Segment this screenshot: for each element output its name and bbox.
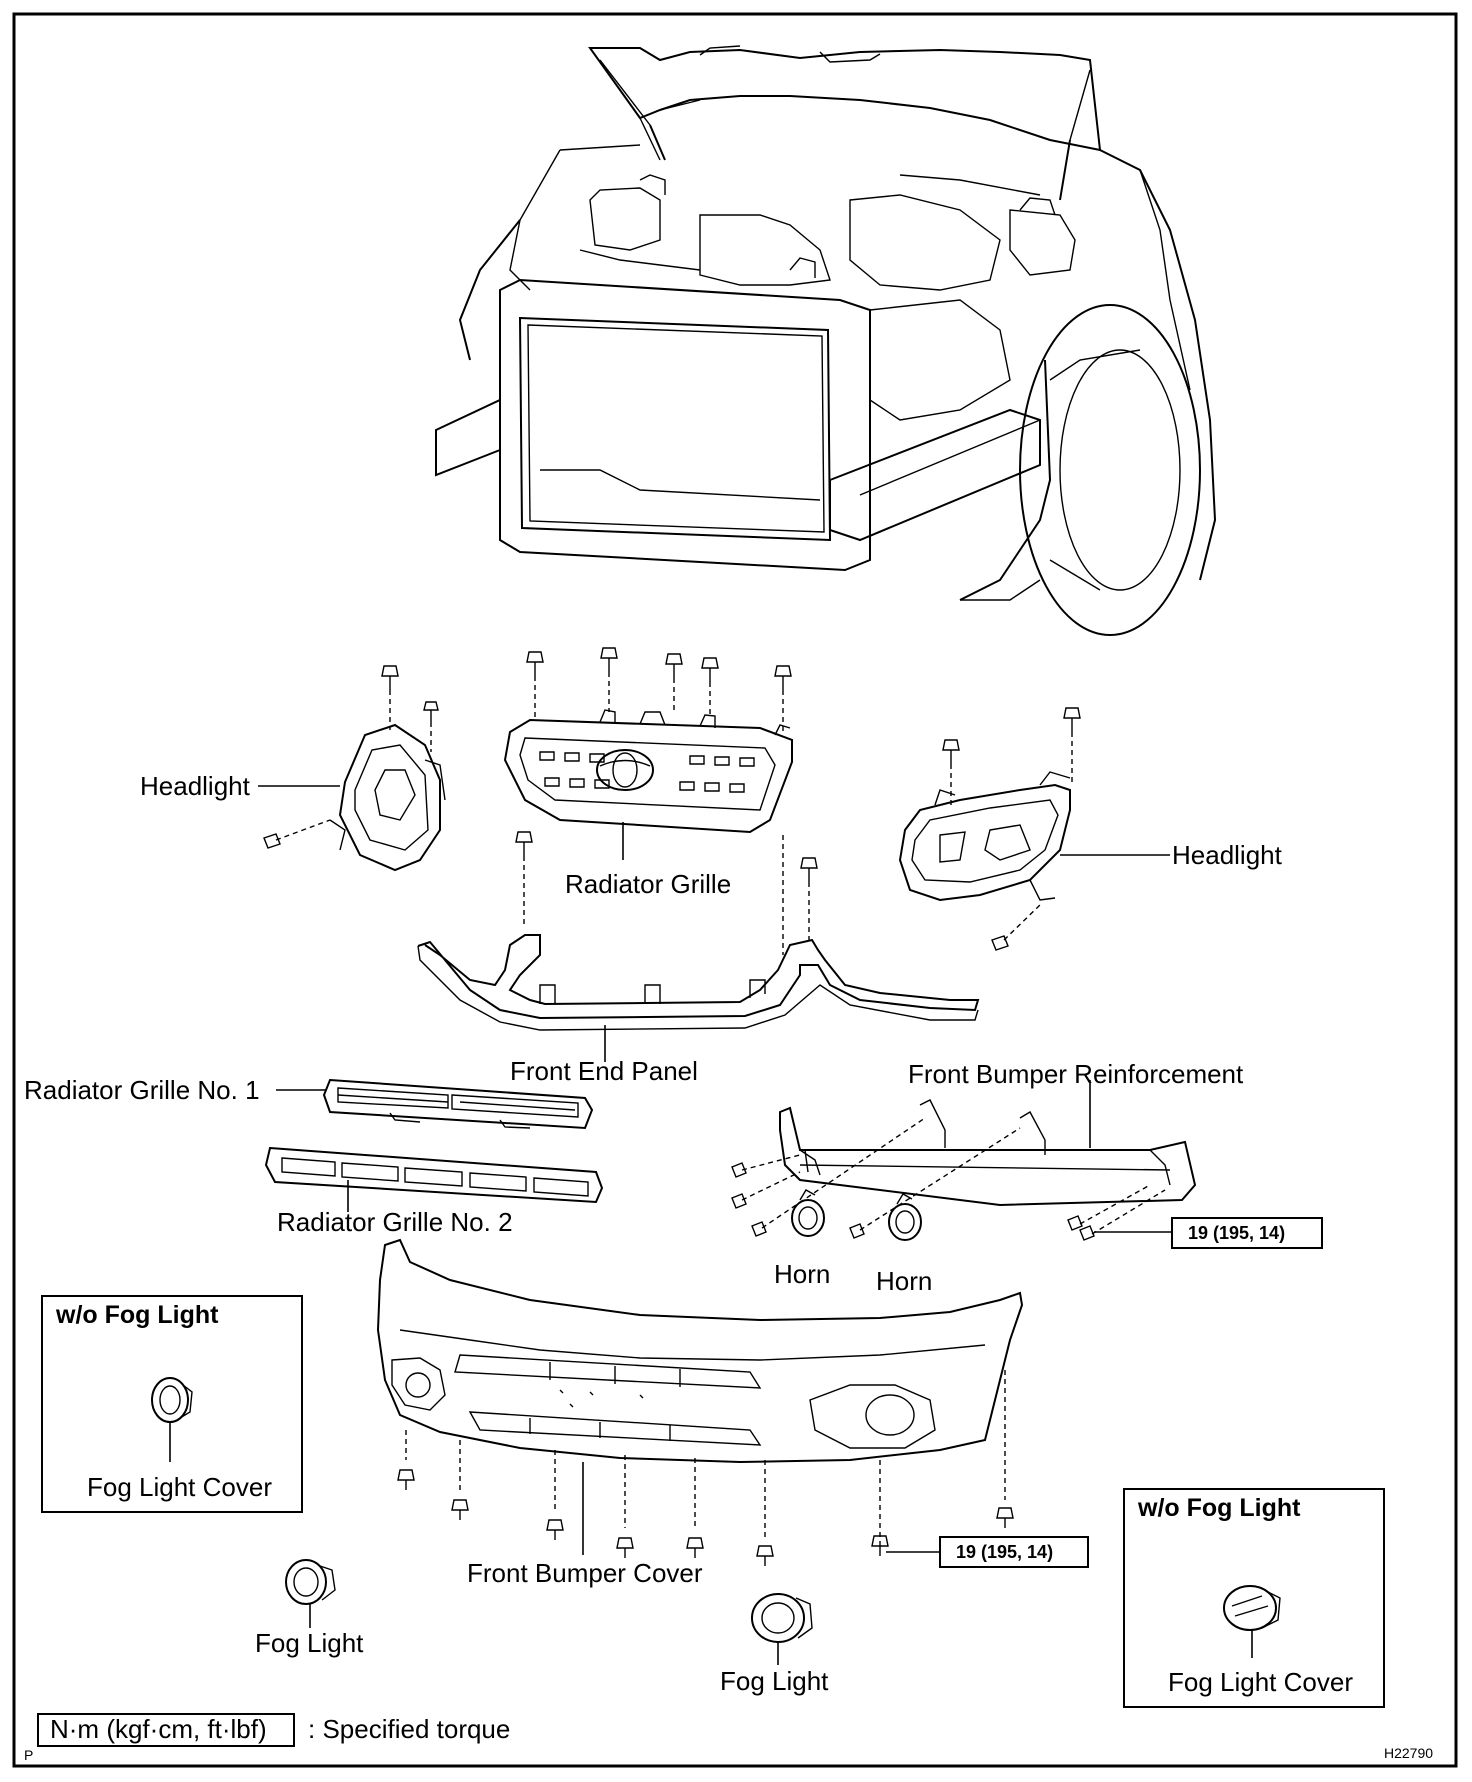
fog-light-cover-left-part: [151, 1377, 193, 1423]
inset-right-part: Fog Light Cover: [1168, 1667, 1353, 1697]
label-headlight-right: Headlight: [1172, 840, 1283, 870]
torque-box-reinforcement: [1171, 1217, 1323, 1249]
diagram-frame: [12, 12, 1458, 1768]
fog-light-left-part: [285, 1559, 336, 1605]
legend-description: : Specified torque: [308, 1714, 510, 1744]
label-radiator-grille-no2: Radiator Grille No. 2: [277, 1207, 513, 1237]
label-front-bumper-reinforcement: Front Bumper Reinforcement: [908, 1059, 1244, 1089]
radiator-grille-no1-part: [322, 1078, 594, 1130]
inset-left-title: w/o Fog Light: [55, 1301, 219, 1329]
inset-box-left: [41, 1295, 303, 1513]
inset-right-title: w/o Fog Light: [1137, 1494, 1301, 1522]
torque-value-reinforcement: 19 (195, 14): [1188, 1223, 1285, 1243]
headlight-right-part: [898, 707, 1081, 951]
label-fog-light-center: Fog Light: [720, 1666, 829, 1696]
legend-unit-box: [37, 1713, 295, 1747]
fog-light-center-part: [751, 1593, 813, 1643]
radiator-grille-part: [503, 709, 793, 834]
inset-left-part: Fog Light Cover: [87, 1472, 272, 1502]
figure-id: H22790: [1384, 1745, 1433, 1761]
bumper-cover-bolts: [397, 1370, 1014, 1566]
label-headlight-left: Headlight: [140, 771, 251, 801]
corner-mark: P: [24, 1747, 33, 1763]
label-front-bumper-cover: Front Bumper Cover: [467, 1558, 703, 1588]
front-end-panel-part: [417, 934, 980, 1031]
label-radiator-grille-no1: Radiator Grille No. 1: [24, 1075, 260, 1105]
horn-left-part: [791, 1189, 825, 1237]
front-bumper-reinforcement-part: [731, 1099, 1197, 1241]
label-radiator-grille: Radiator Grille: [565, 869, 731, 899]
fog-light-cover-right-part: [1223, 1585, 1281, 1631]
torque-value-bumper-cover: 19 (195, 14): [956, 1542, 1053, 1562]
radiator-grille-no2-part: [264, 1146, 604, 1204]
headlight-left-part: [263, 665, 446, 872]
label-front-end-panel: Front End Panel: [510, 1056, 698, 1086]
label-horn-right: Horn: [876, 1266, 932, 1296]
front-bumper-cover-part: [376, 1238, 1024, 1464]
torque-box-bumper-cover: [939, 1536, 1089, 1568]
legend-unit-text: N·m (kgf·cm, ft·lbf): [50, 1714, 267, 1744]
label-horn-left: Horn: [774, 1259, 830, 1289]
vehicle-front-illustration: [435, 45, 1217, 636]
horn-right-part: [888, 1193, 922, 1241]
inset-box-right: [1123, 1488, 1385, 1708]
label-fog-light-left: Fog Light: [255, 1628, 364, 1658]
grille-bolts: [515, 647, 818, 955]
